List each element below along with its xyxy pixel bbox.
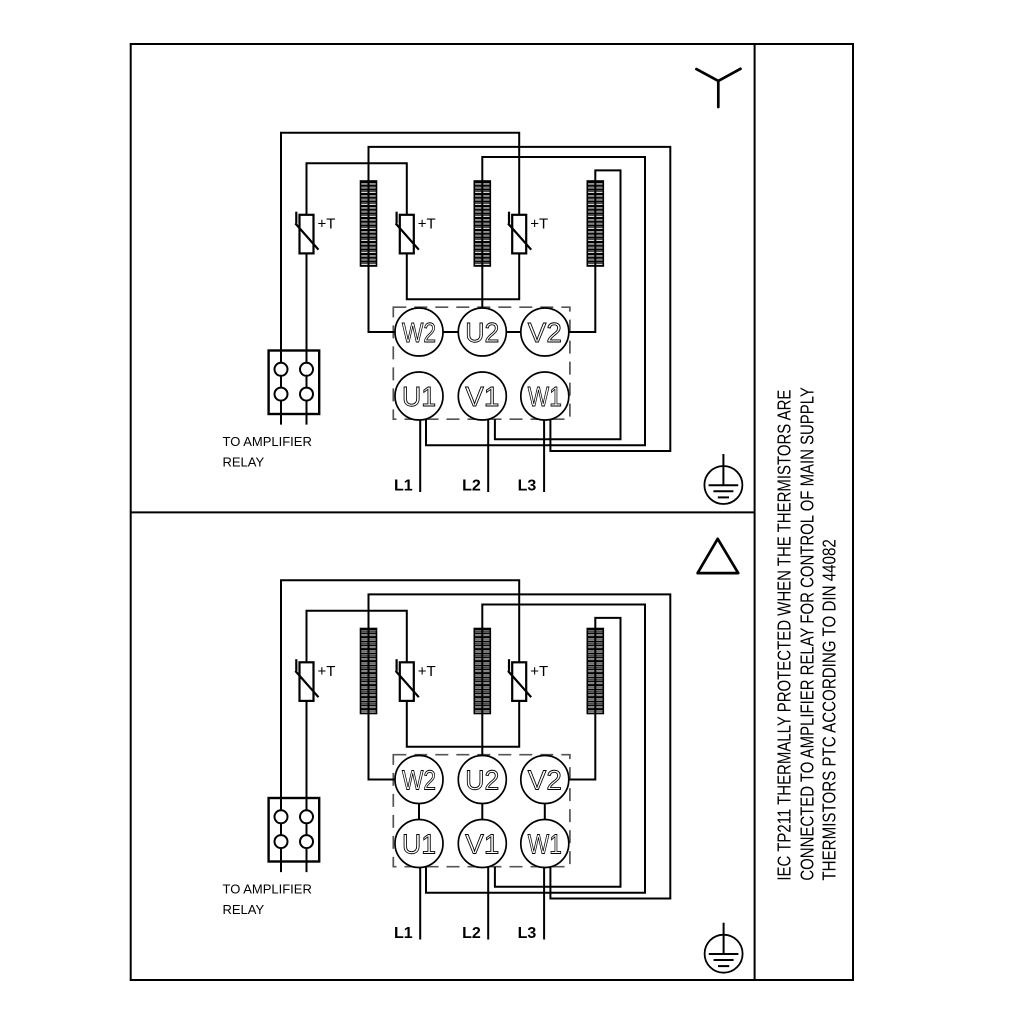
svg-text:IEC TP211 THERMALLY PROTECTED: IEC TP211 THERMALLY PROTECTED WHEN THE T… bbox=[775, 390, 795, 881]
svg-text:THERMISTORS PTC ACCORDING TO D: THERMISTORS PTC ACCORDING TO DIN 44082 bbox=[820, 539, 840, 880]
svg-text:CONNECTED TO AMPLIFIER RELAY F: CONNECTED TO AMPLIFIER RELAY FOR CONTROL… bbox=[797, 387, 817, 881]
